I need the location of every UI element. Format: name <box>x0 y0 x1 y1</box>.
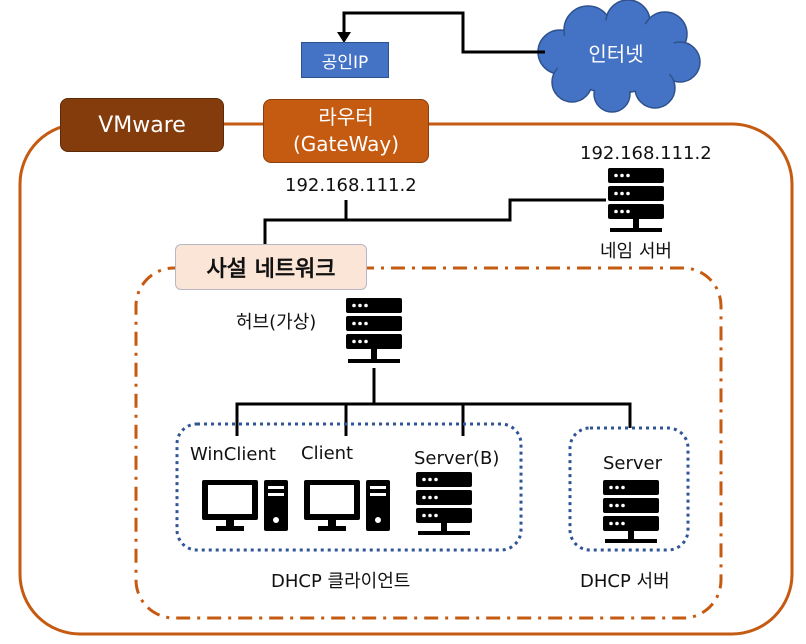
router-title: 라우터 <box>318 105 374 129</box>
router-box: 라우터 (GateWay) <box>263 99 429 163</box>
dhcp-client-group-label: DHCP 클라이언트 <box>271 571 411 592</box>
name-server-icon <box>608 168 664 232</box>
public-ip-label: 공인IP <box>321 52 369 73</box>
internet-uplink-connector <box>342 11 545 54</box>
dhcp-server-group-border <box>568 426 690 552</box>
private-network-box: 사설 네트워크 <box>175 244 367 290</box>
winclient-computer-icon <box>202 480 288 531</box>
dhcp-server-label: Server <box>603 453 663 474</box>
dhcp-client-group-border <box>175 422 523 552</box>
name-server-ip-label: 192.168.111.2 <box>580 143 712 164</box>
router-ip-label: 192.168.111.2 <box>285 175 417 196</box>
private-network-border <box>134 266 723 620</box>
client-label: Client <box>301 443 354 464</box>
private-network-label: 사설 네트워크 <box>206 257 336 282</box>
router-subtitle: (GateWay) <box>292 132 400 156</box>
public-ip-box: 공인IP <box>301 42 389 78</box>
internet-cloud <box>537 0 701 113</box>
hub-icon <box>346 298 402 363</box>
lan-connector <box>263 198 606 244</box>
server-b-icon <box>416 472 472 535</box>
winclient-label: WinClient <box>190 444 276 465</box>
uplink-arrowhead <box>337 32 351 43</box>
vmware-label: VMware <box>98 112 186 138</box>
hub-label: 허브(가상) <box>236 312 317 333</box>
internet-label: 인터넷 <box>588 41 644 66</box>
hub-distribution-lines <box>235 368 632 436</box>
name-server-label: 네임 서버 <box>600 241 672 262</box>
vmware-box: VMware <box>60 98 224 152</box>
client-computer-icon <box>304 480 390 531</box>
dhcp-server-icon <box>603 480 659 543</box>
dhcp-server-group-label: DHCP 서버 <box>580 571 670 592</box>
server-b-label: Server(B) <box>414 448 500 469</box>
